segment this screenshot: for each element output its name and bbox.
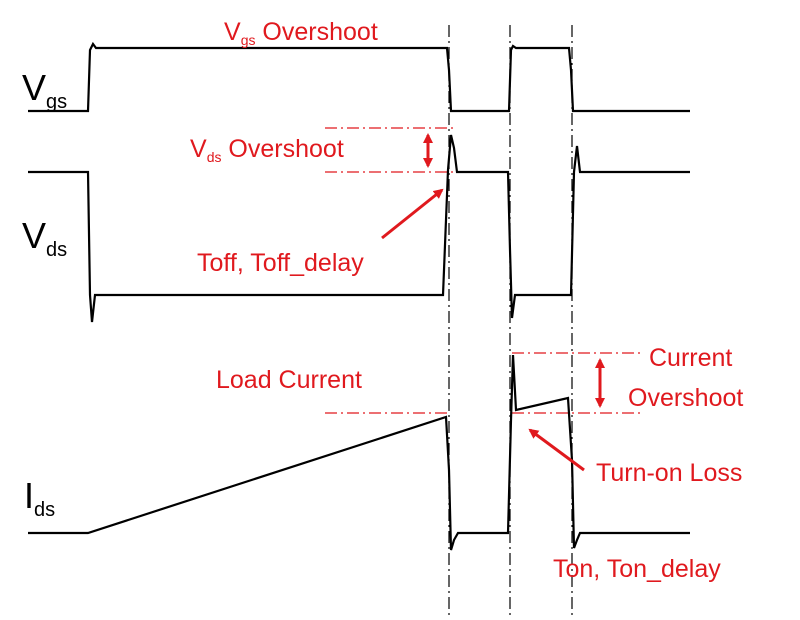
turn-on-loss-label: Turn-on Loss — [596, 459, 742, 487]
vds-waveform — [28, 134, 690, 323]
turn-on-loss-arrow — [528, 428, 585, 472]
reference-lines — [325, 127, 640, 414]
ton-label: Ton, Ton_delay — [553, 555, 721, 583]
ids-label: Ids — [24, 475, 55, 521]
vgs-waveform — [28, 41, 690, 113]
vgs-label: Vgs — [22, 67, 67, 113]
vds-label: Vds — [22, 215, 67, 261]
toff-arrow — [381, 188, 444, 240]
vds-overshoot-label: Vds Overshoot — [190, 135, 344, 165]
annotation-arrows — [381, 133, 605, 472]
waveforms — [28, 41, 690, 551]
toff-label: Toff, Toff_delay — [197, 249, 364, 277]
load-current-label: Load Current — [216, 366, 362, 394]
current-overshoot-label-line1: Current — [649, 344, 732, 372]
timing-guides — [448, 25, 573, 615]
vgs-overshoot-label: Vgs Overshoot — [224, 18, 378, 48]
current-overshoot-label-line2: Overshoot — [628, 384, 743, 412]
ids-waveform — [28, 354, 690, 551]
